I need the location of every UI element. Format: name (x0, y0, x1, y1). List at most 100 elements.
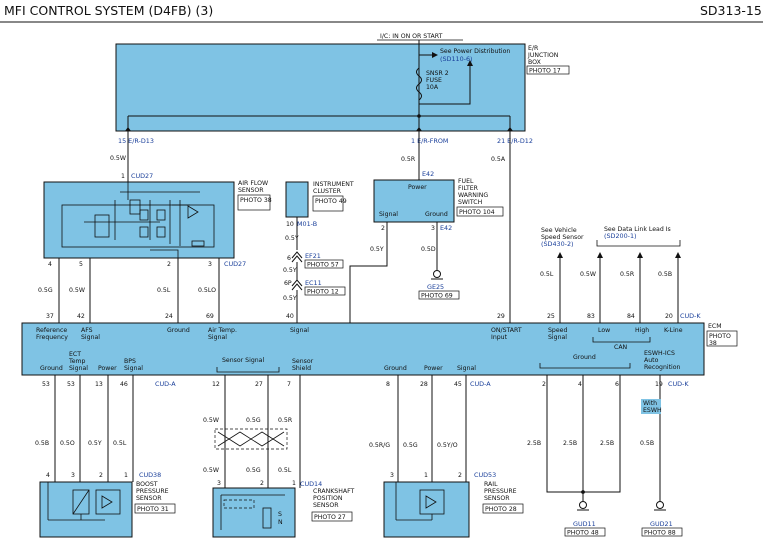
power-dist-label: See Power Distribution (440, 48, 510, 55)
fuel-photo: PHOTO 104 (459, 209, 495, 216)
ecm-title: ECM (708, 323, 722, 330)
ef21-wire-color: 0.5Y (283, 267, 297, 274)
crank-ecm-pin-2: 7 (287, 381, 291, 388)
crank-wire-top-color-1: 0.5G (246, 417, 261, 424)
rail-wire-color-0: 0.5R/G (369, 442, 390, 449)
right-ref-pin-1: 83 (587, 313, 595, 320)
rail-pin-2: 2 (458, 472, 462, 479)
ecm-label-eswh-1: ESWH-ICS (644, 350, 675, 357)
ec11-photo: PHOTO 12 (307, 289, 339, 296)
crank-wire-bot-color-2: 0.5L (278, 467, 292, 474)
fuel-title-1: FUEL (458, 178, 474, 185)
rail-title-2: PRESSURE (484, 488, 517, 495)
gud11-photo: PHOTO 48 (567, 530, 599, 537)
ecm-box (21, 322, 705, 376)
ground3-bracket (539, 363, 631, 369)
cluster-pin: 10 (286, 221, 294, 228)
right-ref-wire-color-0: 0.5L (540, 271, 554, 278)
ejb-conn-right: 21 E/R-D12 (497, 137, 533, 145)
fuel-photo-box (456, 206, 504, 217)
fuel-conn-top: E42 (422, 170, 434, 178)
ecm-label-eswh-2: Auto (644, 357, 659, 364)
afs-photo-box (237, 194, 271, 211)
gnd-ecm-pin-1: 4 (578, 381, 582, 388)
ecm-label-ect-3: Signal (69, 365, 88, 372)
boost-wire-color-1: 0.5O (60, 440, 75, 447)
ecm-label-bps-1: BPS (124, 358, 136, 365)
vss-ref-2: Speed Sensor (541, 234, 584, 241)
gnd-ecm-pin-2: 6 (615, 381, 619, 388)
ecm-label-ground3: Ground (573, 354, 596, 361)
ecm-label-power1: Power (98, 365, 117, 372)
ef21-photo: PHOTO 57 (307, 262, 339, 269)
ec11-label: EC11 (305, 279, 322, 287)
rail-ecm-pin-2: 45 (454, 381, 462, 388)
gud11-ground-symbol (579, 501, 587, 509)
crank-wire-top-color-2: 0.5R (278, 417, 293, 424)
ecm-label-kline: K-Line (664, 327, 683, 334)
crank-wire-bot-color-0: 0.5W (203, 467, 219, 474)
right-ref-arrow-0 (557, 252, 563, 258)
crank-photo: PHOTO 27 (314, 514, 346, 521)
rail-pin-1: 1 (424, 472, 428, 479)
ec11-connector-2 (291, 283, 303, 291)
gud21-photo-box (641, 527, 683, 537)
cluster-title-2: CLUSTER (313, 188, 342, 195)
ejb-pin-mid (416, 127, 422, 131)
afs-photo: PHOTO 38 (240, 197, 272, 204)
ecm-label-onstart-2: Input (491, 334, 508, 341)
ef21-label: EF21 (305, 252, 321, 260)
fuel-box (373, 179, 455, 223)
boost-box (39, 481, 133, 538)
ecm-label-speed-1: Speed (548, 327, 567, 334)
gud11-photo-box (564, 527, 606, 537)
crank-title-2: POSITION (313, 495, 343, 502)
boost-ecm-pin-1: 53 (67, 381, 75, 388)
eswh-note-1: With (643, 400, 657, 407)
rail-ecm-conn: CUD-A (470, 380, 491, 388)
crank-n: N (278, 519, 283, 526)
ic-note: I/C: IN ON OR START (380, 33, 443, 40)
crank-title-3: SENSOR (313, 502, 339, 509)
boost-wire-color-2: 0.5Y (88, 440, 102, 447)
boost-ecm-pin-3: 46 (120, 381, 128, 388)
afs-pin-2: 2 (167, 261, 171, 268)
afs-wire-color-0: 0.5G (38, 287, 53, 294)
gnd-ecm-pin-0: 2 (542, 381, 546, 388)
ecm-label-can: CAN (614, 344, 628, 351)
crank-pin-1: 2 (260, 480, 264, 487)
rail-box (383, 481, 470, 538)
boost-pin-1: 3 (71, 472, 75, 479)
ecm-label-ect-2: Temp (68, 358, 86, 365)
boost-ecm-conn: CUD-A (155, 380, 176, 388)
crank-pin-2: 1 (292, 480, 296, 487)
right-ref-pin-3: 20 (665, 313, 673, 320)
ef21-connector (291, 251, 303, 259)
right-ref-wire-color-1: 0.5W (580, 271, 596, 278)
fuel-ground-pin: 3 (431, 225, 435, 232)
gnd-wire-0 (546, 375, 584, 501)
fuel-title-4: SWITCH (458, 199, 483, 206)
ejb-pin-right (507, 127, 513, 131)
gud21-ground-symbol (656, 501, 664, 509)
afs-pin-1: 5 (79, 261, 83, 268)
ecm-label-shield-1: Sensor (292, 358, 314, 365)
boost-ecm-pin-0: 53 (42, 381, 50, 388)
afs-ecm-pin-2: 24 (165, 313, 173, 320)
afs-wire-color-1: 0.5W (69, 287, 85, 294)
right-ref-pin-0: 25 (547, 313, 555, 320)
right-ref-arrow-2 (637, 252, 643, 258)
diagram-code: SD313-15 (700, 3, 762, 18)
ecm-label-ground: Ground (167, 327, 190, 334)
crank-ecm-pin-1: 27 (255, 381, 263, 388)
ec11-photo-box (304, 286, 346, 296)
on-start-pin: 29 (497, 313, 505, 320)
boost-title-3: SENSOR (136, 495, 162, 502)
fuel-power-wire-color: 0.5R (401, 156, 416, 163)
on-start-wire-color: 0.5A (491, 156, 506, 163)
gud11-label: GUD11 (573, 520, 596, 528)
